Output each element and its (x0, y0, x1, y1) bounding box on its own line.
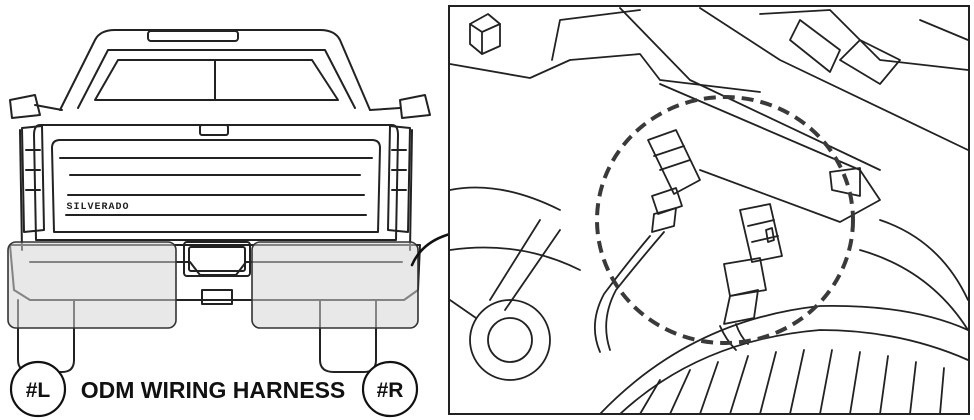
badge-text: SILVERADO (66, 202, 129, 213)
left-marker: #L (9, 360, 67, 418)
focus-dashed-circle (595, 95, 855, 345)
harness-caption: ODM WIRING HARNESS (81, 377, 346, 403)
left-marker-label: #L (26, 379, 51, 402)
truck-rear-illustration (9, 29, 431, 373)
right-marker-label: #R (377, 379, 404, 402)
right-harness-highlight (251, 241, 419, 329)
left-harness-highlight (7, 241, 177, 329)
right-marker: #R (361, 360, 419, 418)
detail-illustration (449, 7, 969, 415)
detail-panel-frame (448, 5, 970, 415)
